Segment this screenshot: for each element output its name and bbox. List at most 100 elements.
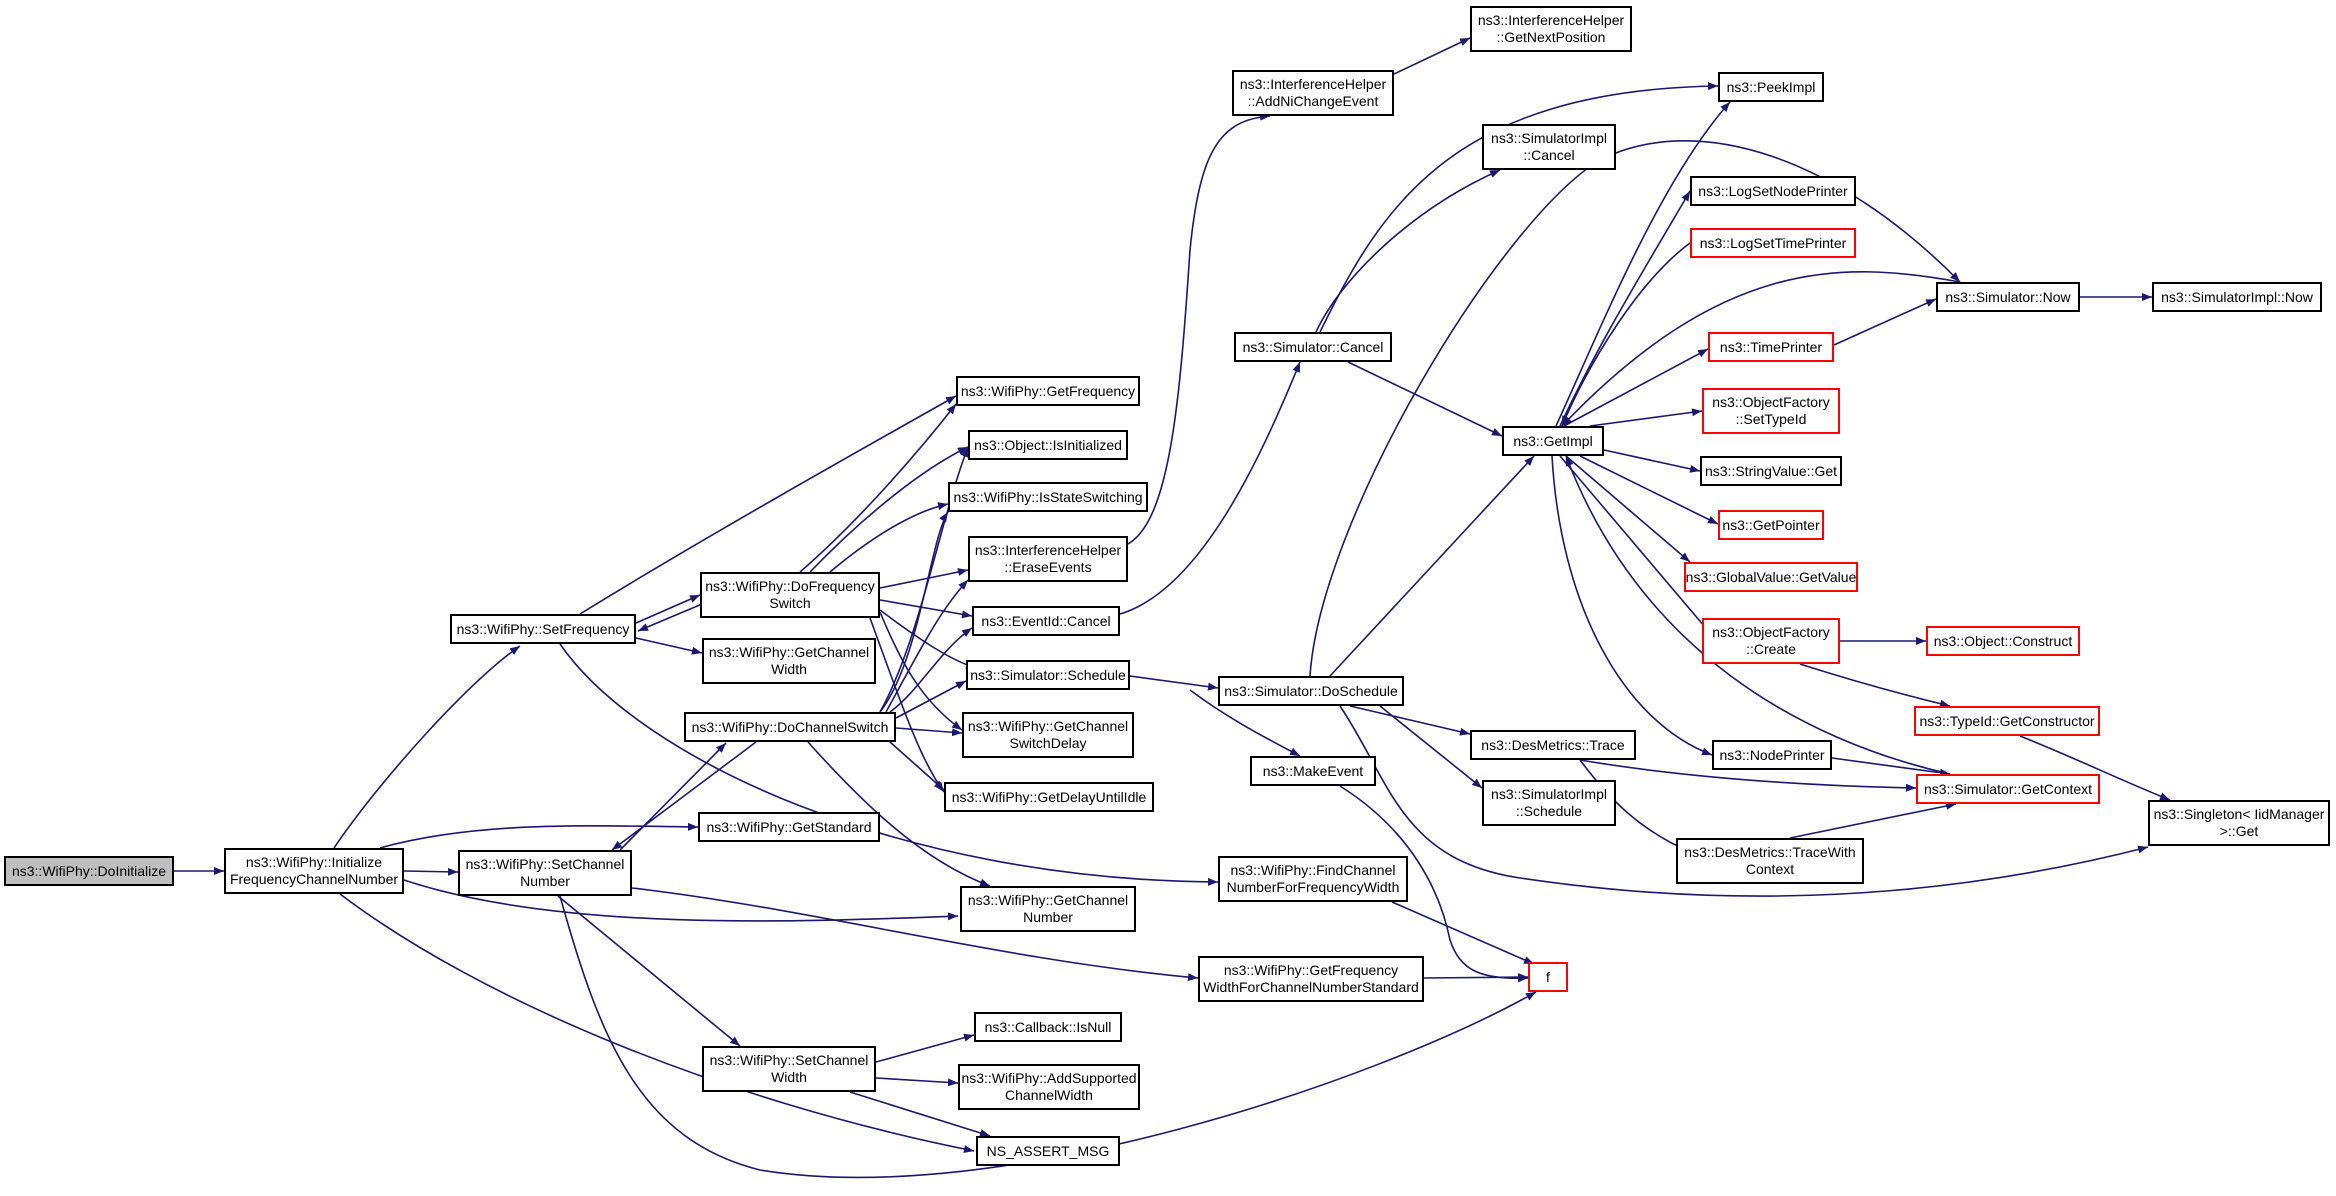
node-simulator-schedule[interactable]: ns3::Simulator::Schedule: [966, 660, 1130, 690]
call-edge-3: [403, 867, 459, 876]
node-erase-events[interactable]: ns3::InterferenceHelper ::EraseEvents: [968, 536, 1128, 582]
node-des-metrics-trace-with-context[interactable]: ns3::DesMetrics::TraceWith Context: [1676, 838, 1864, 884]
node-set-channel-number[interactable]: ns3::WifiPhy::SetChannel Number: [458, 850, 632, 896]
call-edge-24: [869, 617, 945, 793]
call-edge-55: [1559, 190, 1691, 427]
call-edge-66: [1833, 298, 1937, 346]
node-string-value-get[interactable]: ns3::StringValue::Get: [1700, 456, 1842, 486]
call-edge-60: [1603, 449, 1701, 473]
call-edge-32: [807, 741, 991, 887]
node-find-channel-number-for-frequency-width[interactable]: ns3::WifiPhy::FindChannel NumberForFrequ…: [1218, 856, 1408, 902]
call-edge-35: [849, 1091, 991, 1137]
call-edge-71: [1831, 757, 1951, 777]
node-object-factory-set-type-id[interactable]: ns3::ObjectFactory ::SetTypeId: [1702, 388, 1840, 434]
call-edge-48: [1339, 705, 2149, 897]
node-object-factory-create[interactable]: ns3::ObjectFactory ::Create: [1702, 618, 1840, 664]
call-edge-5: [403, 879, 959, 922]
call-edge-14: [557, 895, 741, 1047]
call-edge-44: [1309, 140, 1961, 677]
call-edge-19: [829, 502, 949, 573]
call-edge-72: [1789, 802, 1957, 839]
call-edge-50: [1391, 901, 1535, 965]
node-des-metrics-trace[interactable]: ns3::DesMetrics::Trace: [1470, 730, 1636, 760]
node-add-supported-channel-width[interactable]: ns3::WifiPhy::AddSupported ChannelWidth: [958, 1064, 1140, 1110]
node-get-frequency-width-for-channel-number-standard[interactable]: ns3::WifiPhy::GetFrequency WidthForChann…: [1198, 956, 1424, 1002]
node-simulator-impl-now[interactable]: ns3::SimulatorImpl::Now: [2152, 282, 2322, 312]
node-global-value-get-value[interactable]: ns3::GlobalValue::GetValue: [1684, 562, 1858, 592]
node-do-frequency-switch[interactable]: ns3::WifiPhy::DoFrequency Switch: [700, 572, 880, 618]
node-get-impl[interactable]: ns3::GetImpl: [1502, 426, 1604, 456]
call-edge-21: [879, 599, 973, 619]
call-edge-13: [611, 741, 757, 851]
call-edge-54: [1555, 101, 1731, 427]
node-peek-impl[interactable]: ns3::PeekImpl: [1718, 72, 1824, 102]
node-node-printer[interactable]: ns3::NodePrinter: [1712, 740, 1832, 770]
node-is-state-switching[interactable]: ns3::WifiPhy::IsStateSwitching: [948, 482, 1148, 512]
node-set-frequency[interactable]: ns3::WifiPhy::SetFrequency: [450, 614, 636, 644]
call-edge-7: [635, 594, 701, 624]
node-simulator-impl-cancel[interactable]: ns3::SimulatorImpl ::Cancel: [1482, 124, 1616, 170]
call-edge-29: [895, 680, 967, 719]
call-edge-39: [1129, 675, 1219, 691]
call-edge-63: [1559, 455, 1717, 641]
node-object-is-initialized[interactable]: ns3::Object::IsInitialized: [968, 430, 1128, 460]
node-object-construct[interactable]: ns3::Object::Construct: [1926, 626, 2080, 656]
node-log-set-node-printer[interactable]: ns3::LogSetNodePrinter: [1690, 176, 1856, 206]
call-edge-57: [1561, 242, 1691, 427]
call-edge-42: [1319, 82, 1719, 333]
node-simulator-do-schedule[interactable]: ns3::Simulator::DoSchedule: [1218, 676, 1404, 706]
node-log-set-time-printer[interactable]: ns3::LogSetTimePrinter: [1690, 228, 1856, 258]
call-edge-27: [885, 579, 969, 713]
node-simulator-now[interactable]: ns3::Simulator::Now: [1936, 282, 2080, 312]
call-edge-30: [895, 727, 963, 737]
node-event-id-cancel[interactable]: ns3::EventId::Cancel: [972, 606, 1120, 636]
node-get-next-position[interactable]: ns3::InterferenceHelper ::GetNextPositio…: [1470, 6, 1632, 52]
call-edge-46: [1349, 705, 1471, 736]
call-edge-16: [559, 895, 1537, 1179]
node-initialize-frequency-channel-number[interactable]: ns3::WifiPhy::Initialize FrequencyChanne…: [224, 848, 404, 894]
node-do-channel-switch[interactable]: ns3::WifiPhy::DoChannelSwitch: [684, 712, 896, 742]
call-edge-56: [1561, 271, 1961, 427]
call-edge-15: [631, 887, 1199, 982]
node-add-ni-change-event[interactable]: ns3::InterferenceHelper ::AddNiChangeEve…: [1232, 70, 1394, 116]
node-get-frequency[interactable]: ns3::WifiPhy::GetFrequency: [956, 376, 1140, 406]
node-simulator-impl-schedule[interactable]: ns3::SimulatorImpl ::Schedule: [1482, 780, 1616, 826]
call-edge-11: [559, 643, 1219, 886]
call-edge-28: [889, 627, 973, 713]
node-make-event[interactable]: ns3::MakeEvent: [1250, 756, 1376, 786]
call-edge-12: [619, 742, 727, 851]
call-edge-38: [1119, 361, 1301, 615]
node-simulator-get-context[interactable]: ns3::Simulator::GetContext: [1916, 774, 2100, 804]
call-edge-52: [1579, 759, 1691, 853]
node-set-channel-width[interactable]: ns3::WifiPhy::SetChannel Width: [702, 1046, 876, 1092]
call-edge-26: [879, 511, 949, 713]
call-edge-36: [1127, 112, 1271, 545]
call-edge-69: [1799, 663, 1951, 708]
node-singleton-iid-manager-get[interactable]: ns3::Singleton< IidManager >::Get: [2148, 800, 2330, 846]
call-edge-10: [635, 637, 703, 655]
call-edge-8: [637, 603, 703, 632]
node-get-pointer[interactable]: ns3::GetPointer: [1718, 510, 1824, 540]
node-simulator-cancel[interactable]: ns3::Simulator::Cancel: [1234, 332, 1392, 362]
node-get-delay-until-idle[interactable]: ns3::WifiPhy::GetDelayUntilIdle: [944, 782, 1154, 812]
node-get-standard[interactable]: ns3::WifiPhy::GetStandard: [698, 812, 880, 842]
node-time-printer[interactable]: ns3::TimePrinter: [1708, 332, 1834, 362]
node-callback-is-null[interactable]: ns3::Callback::IsNull: [974, 1012, 1122, 1042]
node-do-initialize[interactable]: ns3::WifiPhy::DoInitialize: [4, 856, 174, 886]
node-ns-assert-msg[interactable]: NS_ASSERT_MSG: [976, 1136, 1120, 1166]
call-edge-49: [1339, 785, 1529, 983]
call-edge-61: [1579, 455, 1719, 525]
call-edge-17: [799, 403, 957, 573]
node-get-channel-width[interactable]: ns3::WifiPhy::GetChannel Width: [702, 638, 876, 684]
node-get-channel-switch-delay[interactable]: ns3::WifiPhy::GetChannel SwitchDelay: [962, 712, 1134, 758]
call-edge-51: [1423, 973, 1529, 982]
call-edge-47: [1379, 705, 1483, 789]
call-edge-37: [1393, 37, 1471, 75]
call-edge-70: [2019, 735, 2171, 801]
call-edge-22: [879, 609, 977, 669]
node-type-id-get-constructor[interactable]: ns3::TypeId::GetConstructor: [1914, 706, 2100, 736]
node-get-channel-number[interactable]: ns3::WifiPhy::GetChannel Number: [960, 886, 1136, 932]
node-f[interactable]: f: [1528, 962, 1568, 992]
call-edge-6: [339, 893, 975, 1153]
